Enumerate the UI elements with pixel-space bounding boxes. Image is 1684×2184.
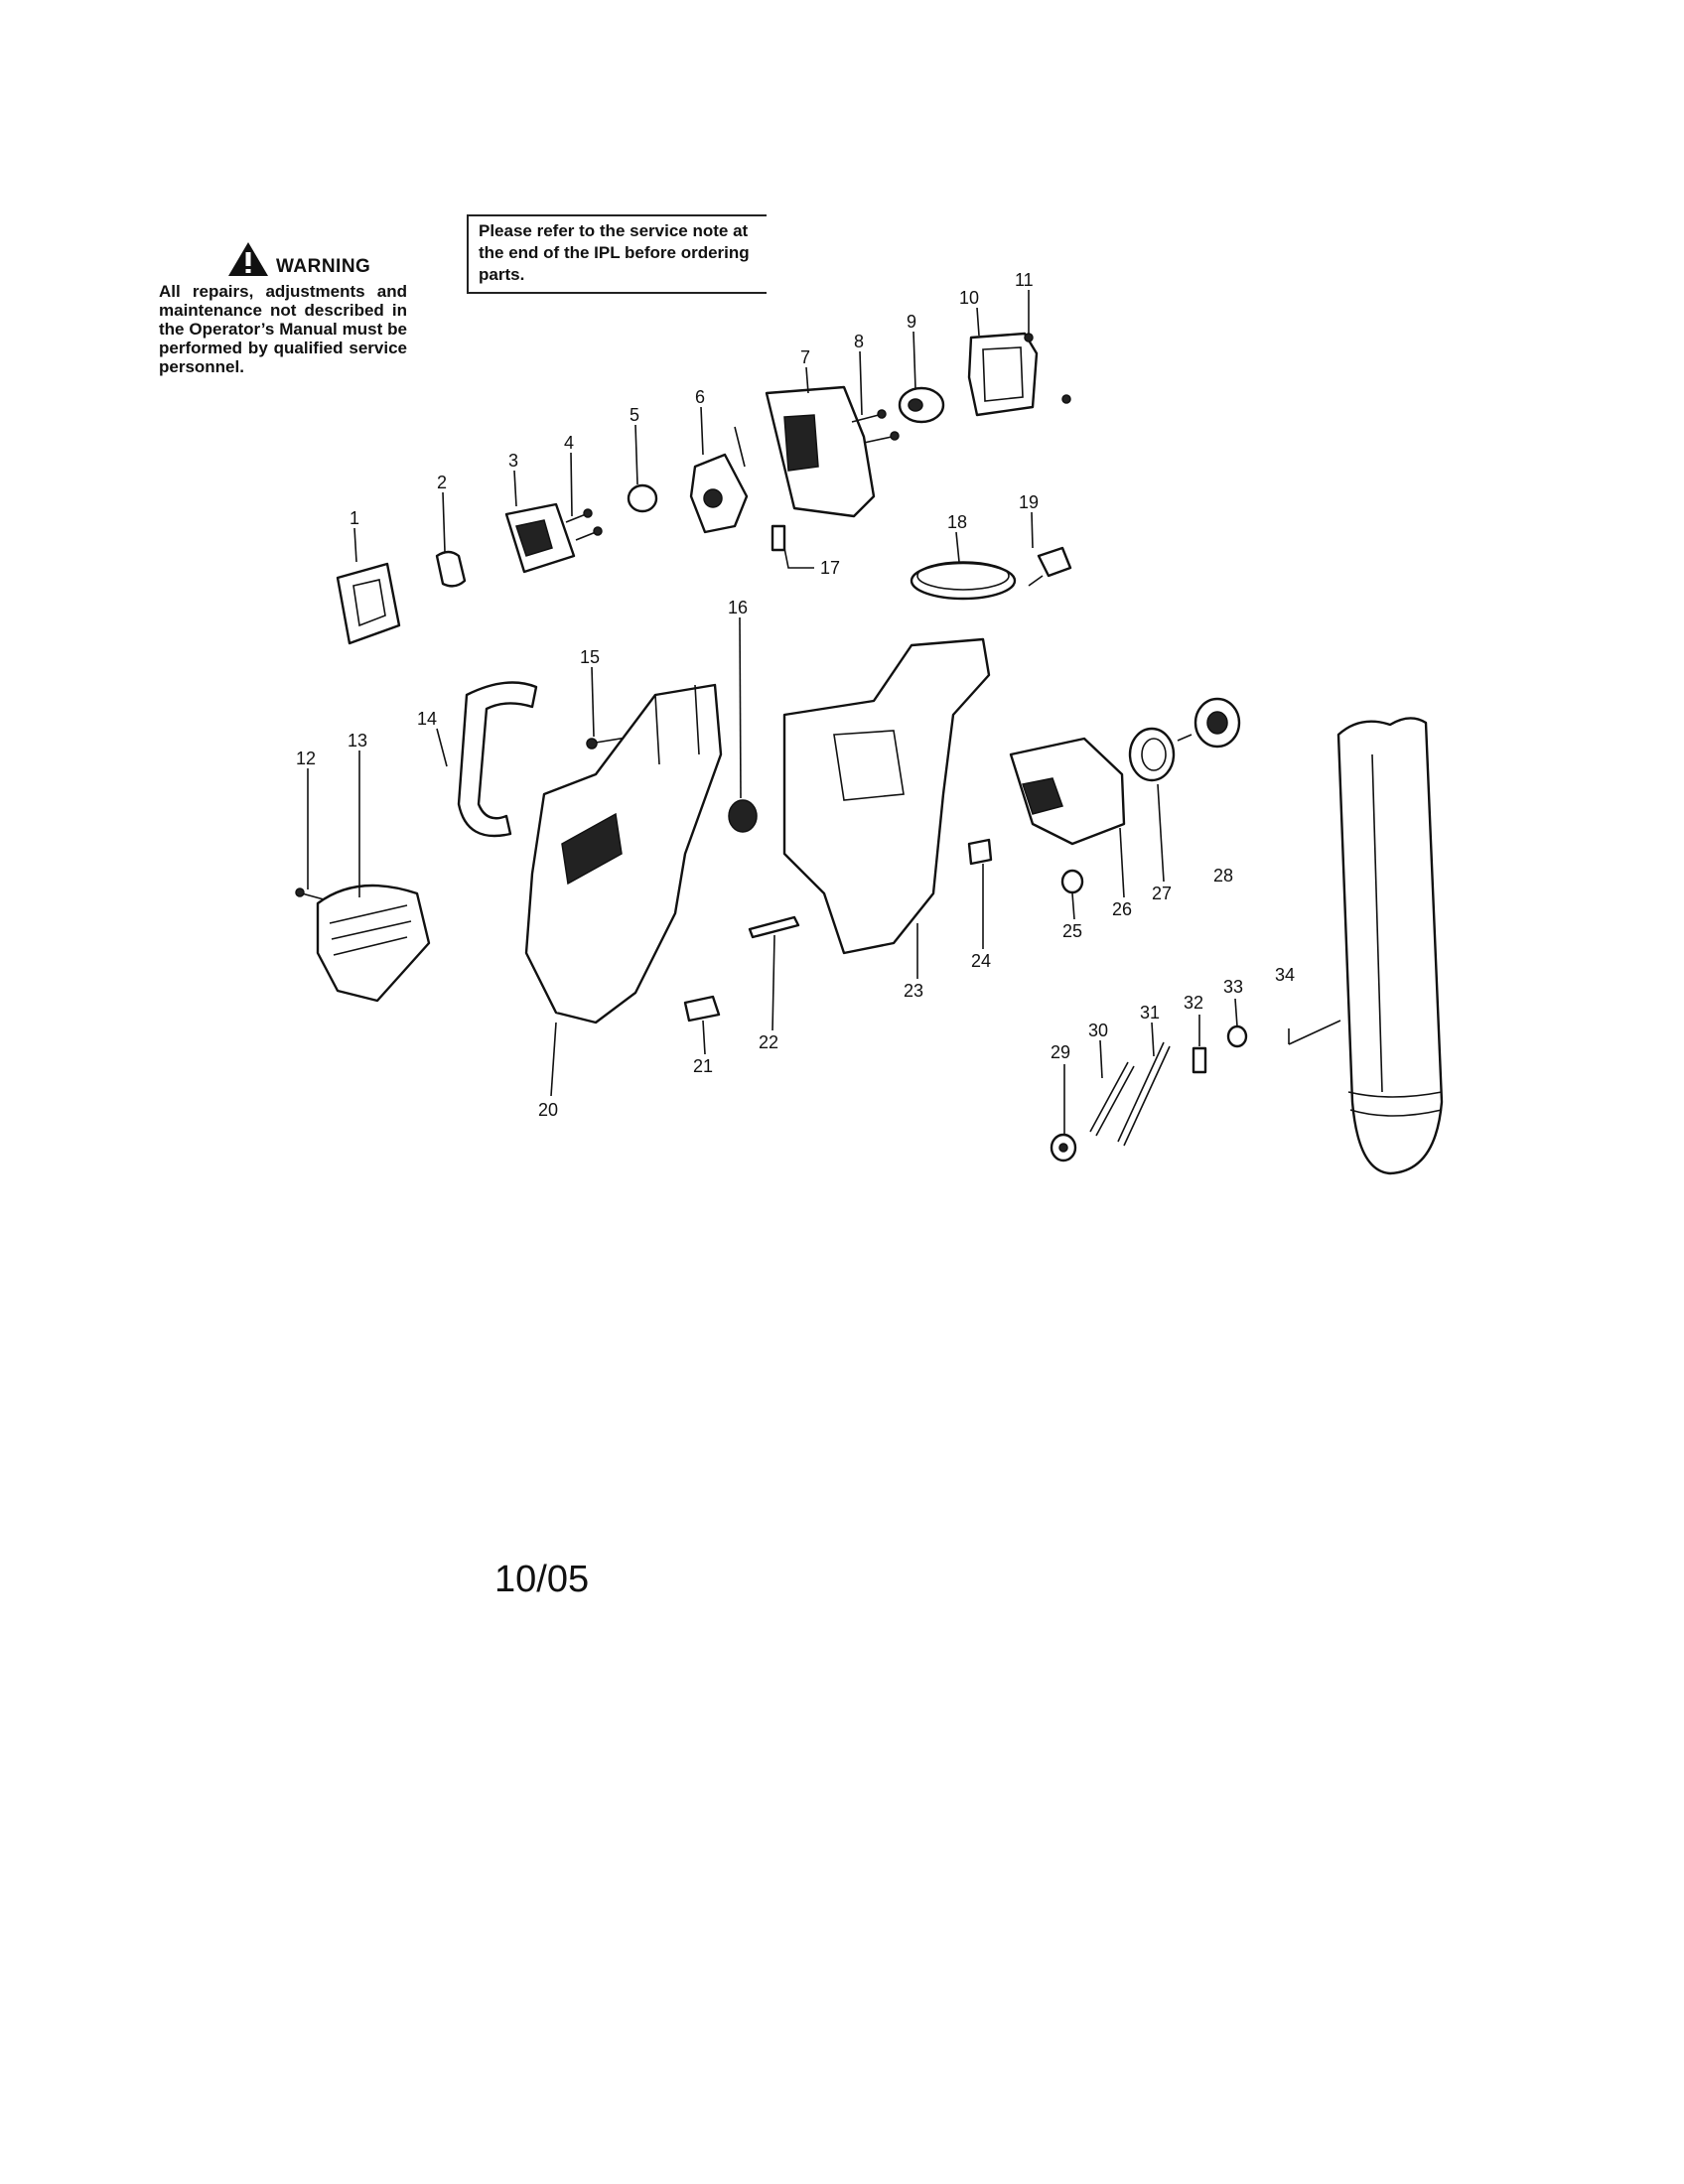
- callout-31: 31: [1140, 1003, 1160, 1023]
- part-13-filter-cover: [316, 884, 431, 1003]
- part-5-cap: [627, 483, 658, 513]
- part-20-housing-left: [524, 683, 723, 1024]
- part-28-wheel: [1177, 697, 1241, 749]
- callout-27: 27: [1152, 884, 1172, 903]
- callout-33: 33: [1223, 977, 1243, 997]
- callout-2: 2: [437, 473, 447, 492]
- callout-8: 8: [854, 332, 864, 351]
- part-12-screw: [295, 887, 325, 900]
- service-note-box: [467, 214, 767, 294]
- callout-17: 17: [820, 558, 840, 578]
- callout-7: 7: [800, 347, 810, 367]
- leader-lines: [307, 290, 1238, 1134]
- part-17-key: [771, 524, 814, 569]
- callout-13: 13: [348, 731, 367, 751]
- callout-26: 26: [1112, 899, 1132, 919]
- callout-30: 30: [1088, 1021, 1108, 1040]
- part-7-housing-plate: [765, 385, 876, 518]
- part-6-carburetor: [689, 426, 749, 534]
- part-29-washer: [1050, 1133, 1077, 1162]
- callout-9: 9: [907, 312, 916, 332]
- callout-25: 25: [1062, 921, 1082, 941]
- callout-labels: 1 2 3 4 5 6 7 8 9 10 11 12 13 14 15 16 1…: [296, 270, 1295, 1120]
- part-19-knob: [1028, 546, 1072, 587]
- part-16-fan: [728, 799, 758, 833]
- part-23-housing-right: [782, 637, 991, 955]
- callout-6: 6: [695, 387, 705, 407]
- part-22-pin: [748, 915, 800, 939]
- callout-19: 19: [1019, 492, 1039, 512]
- callout-5: 5: [630, 405, 639, 425]
- callout-11: 11: [1015, 270, 1034, 290]
- part-34-blower-tube: [1288, 717, 1444, 1175]
- callout-14: 14: [417, 709, 437, 729]
- part-26-nozzle: [1009, 737, 1126, 846]
- callout-16: 16: [728, 598, 748, 617]
- callout-12: 12: [296, 749, 316, 768]
- part-18-band: [910, 561, 1017, 601]
- warning-text: All repairs, adjustments and maintenance…: [159, 282, 407, 376]
- part-30-tube: [1089, 1061, 1135, 1137]
- callout-1: 1: [350, 508, 359, 528]
- callout-4: 4: [564, 433, 574, 453]
- part-1-gasket: [336, 562, 401, 645]
- part-10-cover: [967, 332, 1039, 417]
- callout-22: 22: [759, 1032, 778, 1052]
- part-21-clip: [683, 995, 721, 1023]
- callout-28: 28: [1213, 866, 1233, 886]
- callout-29: 29: [1051, 1042, 1070, 1062]
- part-8-screws: [851, 409, 900, 444]
- part-32-filter: [1192, 1046, 1207, 1074]
- part-25-plug: [1060, 869, 1084, 894]
- part-31-tube: [1117, 1041, 1171, 1147]
- callout-21: 21: [693, 1056, 713, 1076]
- part-4-screws: [565, 508, 603, 541]
- part-9-spacer: [898, 386, 945, 424]
- callout-18: 18: [947, 512, 967, 532]
- callout-20: 20: [538, 1100, 558, 1120]
- part-2-cap: [435, 550, 467, 588]
- part-33-grommet: [1226, 1024, 1248, 1048]
- callout-34: 34: [1275, 965, 1295, 985]
- part-27-ring: [1128, 727, 1176, 782]
- service-note-text: Please refer to the service note at the …: [479, 221, 750, 284]
- callout-3: 3: [508, 451, 518, 471]
- date-code: 10/05: [494, 1559, 590, 1600]
- callout-24: 24: [971, 951, 991, 971]
- callout-32: 32: [1184, 993, 1203, 1013]
- warning-icon: [228, 242, 268, 276]
- part-24-clip: [967, 838, 993, 866]
- part-14-handle: [457, 681, 538, 838]
- callout-23: 23: [904, 981, 923, 1001]
- callout-15: 15: [580, 647, 600, 667]
- warning-title: WARNING: [276, 256, 371, 277]
- callout-10: 10: [959, 288, 979, 308]
- part-3-adapter: [504, 502, 576, 574]
